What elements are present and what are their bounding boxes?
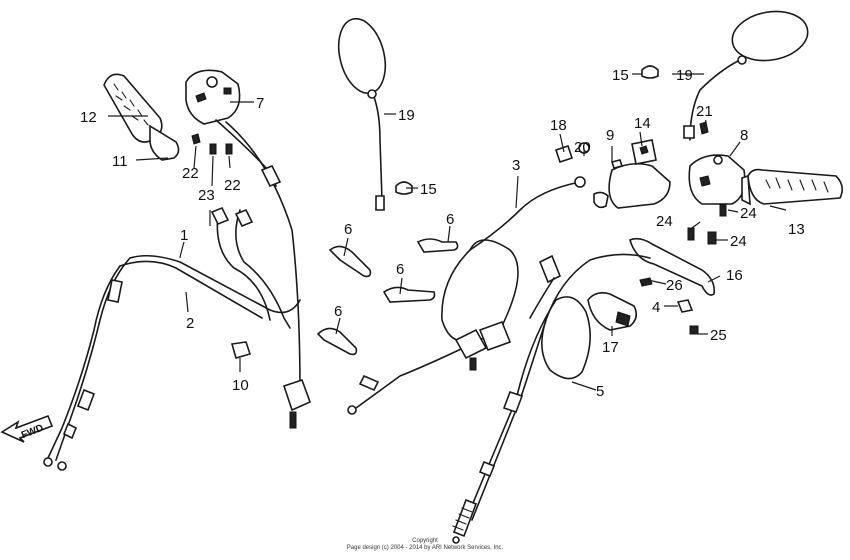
callout-24-a: 24 — [656, 213, 673, 230]
brake-lever — [629, 237, 716, 296]
clutch-cable — [347, 176, 609, 415]
bolt-26 — [639, 277, 653, 287]
callout-2: 2 — [186, 315, 194, 332]
bolt-15-right — [641, 65, 659, 79]
callout-20: 20 — [574, 139, 591, 156]
left-switch-housing — [185, 69, 312, 429]
callout-7: 7 — [256, 95, 264, 112]
left-grip — [103, 73, 180, 161]
callout-labels: 1 2 3 4 5 6 6 6 6 7 8 9 10 11 12 13 14 1… — [80, 67, 805, 400]
callout-6-c: 6 — [396, 261, 404, 278]
right-bolts — [687, 121, 727, 245]
callout-22-b: 22 — [224, 177, 241, 194]
callout-19-b: 19 — [676, 67, 693, 84]
left-bolts — [191, 133, 233, 187]
callout-4: 4 — [652, 299, 660, 316]
callout-5: 5 — [596, 383, 604, 400]
callout-6-b: 6 — [446, 211, 454, 228]
copyright-line-1: Copyright — [412, 538, 438, 544]
callout-12: 12 — [80, 109, 97, 126]
copyright-notice: Copyright Page design (c) 2004 - 2014 by… — [0, 538, 850, 552]
callout-3: 3 — [512, 157, 520, 174]
bolt-4 — [676, 299, 694, 313]
bolt-25 — [689, 325, 699, 335]
clamp-10 — [230, 341, 252, 359]
stop-switch — [587, 292, 638, 331]
callout-23: 23 — [198, 187, 215, 204]
callout-15-a: 15 — [612, 67, 629, 84]
callout-25: 25 — [710, 327, 727, 344]
callout-8: 8 — [740, 127, 748, 144]
callout-11: 11 — [112, 153, 128, 170]
callout-18: 18 — [550, 117, 567, 134]
right-grip — [741, 168, 844, 206]
brake-cable — [452, 253, 651, 544]
throttle-cables — [43, 206, 301, 471]
copyright-line-2: Page design (c) 2004 - 2014 by ARI Netwo… — [346, 545, 504, 551]
right-mirror — [683, 10, 809, 141]
callout-6-a: 6 — [344, 221, 352, 238]
callout-9: 9 — [606, 127, 614, 144]
callout-19-a: 19 — [398, 107, 415, 124]
callout-16: 16 — [726, 267, 743, 284]
callout-6-d: 6 — [334, 303, 342, 320]
callout-24-b: 24 — [740, 205, 757, 222]
callout-24-c: 24 — [730, 233, 747, 250]
lever-brackets — [316, 238, 459, 356]
fwd-arrow — [0, 414, 54, 443]
right-switch-assembly — [554, 139, 671, 209]
callout-21: 21 — [696, 103, 713, 120]
leader-lines — [108, 73, 787, 391]
callout-1: 1 — [180, 227, 188, 244]
callout-15-b: 15 — [420, 181, 437, 198]
bolt-15-left — [395, 181, 413, 195]
callout-10: 10 — [232, 377, 249, 394]
callout-14: 14 — [634, 115, 651, 132]
callout-13: 13 — [788, 221, 805, 238]
callout-17: 17 — [602, 339, 619, 356]
right-switch-housing — [688, 154, 746, 205]
callout-26: 26 — [666, 277, 683, 294]
callout-22-a: 22 — [182, 165, 199, 182]
left-mirror — [337, 17, 387, 211]
center-switch-parts — [454, 254, 562, 371]
